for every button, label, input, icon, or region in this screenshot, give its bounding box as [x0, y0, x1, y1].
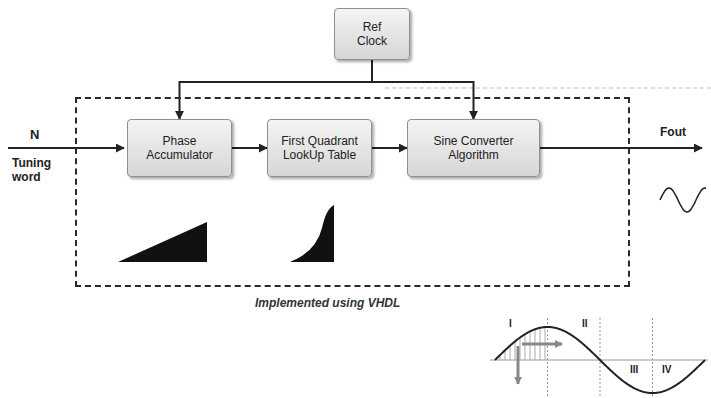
output-arrow — [539, 147, 702, 149]
quarter-sine-symbol — [290, 205, 334, 262]
process-box: First Quadrant LookUp Table — [267, 119, 372, 177]
connector-arrow — [372, 147, 407, 149]
quadrant-number: II — [582, 318, 588, 330]
connector-arrow — [180, 60, 373, 119]
ramp-symbol — [118, 222, 207, 262]
guide-line — [385, 88, 711, 89]
vhdl-boundary: Phase Accumulator First Quadrant LookUp T… — [75, 97, 630, 287]
quadrant-number: III — [630, 364, 638, 376]
quadrant-number: IV — [662, 364, 671, 376]
box-label: First Quadrant LookUp Table — [272, 134, 367, 163]
box-label: Ref Clock — [350, 20, 394, 49]
signal-name: Fout — [660, 126, 686, 140]
box-label: Phase Accumulator — [132, 134, 227, 163]
output-sine — [660, 188, 706, 212]
clock-box: Ref Clock — [334, 8, 410, 60]
quadrant-number: I — [509, 318, 512, 330]
connector-arrow — [232, 147, 267, 149]
signal-name: N — [30, 128, 39, 143]
box-label: Sine Converter Algorithm — [412, 134, 535, 163]
quadrant-sketch — [490, 318, 708, 396]
connector-arrow — [372, 60, 474, 119]
input-arrow — [8, 147, 124, 149]
boundary-caption: Implemented using VHDL — [255, 296, 400, 310]
process-box: Phase Accumulator — [127, 119, 232, 177]
process-box: Sine Converter Algorithm — [407, 119, 540, 177]
signal-name: Tuning word — [12, 157, 68, 185]
